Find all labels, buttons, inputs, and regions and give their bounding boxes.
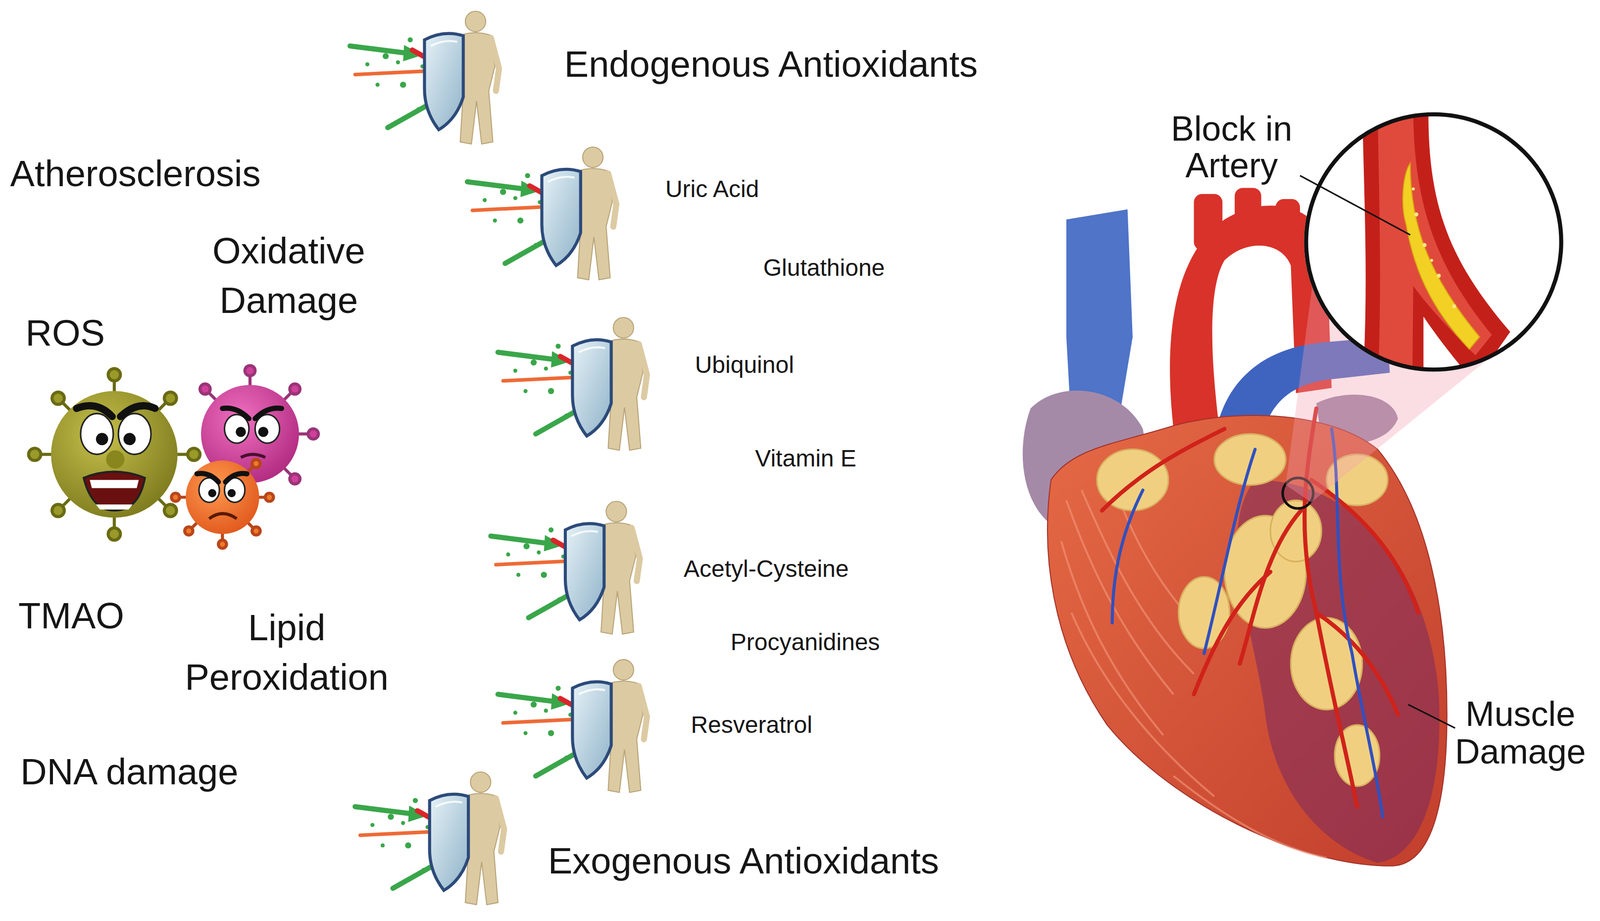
label-text: Endogenous Antioxidants — [564, 43, 978, 86]
label-text: Block in Artery — [1165, 110, 1298, 184]
label-text: Procyanidines — [730, 628, 881, 656]
label-text: ROS — [25, 311, 105, 354]
label-text: Acetyl-Cysteine — [683, 554, 849, 583]
label-text: Resveratrol — [690, 710, 812, 739]
leader-line — [1407, 704, 1455, 728]
ros-cartoon — [28, 365, 319, 549]
label-text: Oxidative Damage — [212, 226, 365, 326]
label-text: Ubiquinol — [695, 350, 795, 379]
text-label: ROS — [25, 311, 105, 354]
label-text: Atherosclerosis — [10, 152, 261, 195]
label-text: Lipid Peroxidation — [185, 602, 389, 702]
text-label: Procyanidines — [730, 628, 881, 656]
label-text: Uric Acid — [665, 175, 759, 203]
text-label: Resveratrol — [690, 710, 812, 739]
text-label: Ubiquinol — [695, 350, 795, 379]
text-label: Muscle Damage — [1454, 695, 1587, 771]
text-label: DNA damage — [20, 750, 239, 793]
text-label: Glutathione — [763, 253, 886, 282]
text-label: Exogenous Antioxidants — [548, 839, 940, 882]
text-label: Block in Artery — [1165, 110, 1298, 184]
text-label: Acetyl-Cysteine — [683, 554, 849, 583]
label-text: Vitamin E — [754, 444, 857, 472]
text-label: Lipid Peroxidation — [185, 602, 389, 702]
label-text: TMAO — [18, 594, 125, 637]
label-text: DNA damage — [20, 750, 239, 793]
text-label: Vitamin E — [754, 444, 857, 472]
text-label: Uric Acid — [665, 175, 759, 203]
label-text: Muscle Damage — [1454, 695, 1587, 771]
antioxidant-figures — [350, 11, 648, 905]
text-label: Oxidative Damage — [212, 226, 365, 326]
text-label: Endogenous Antioxidants — [564, 43, 978, 86]
text-label: Atherosclerosis — [10, 152, 261, 195]
leader-line — [1300, 175, 1411, 236]
label-text: Exogenous Antioxidants — [548, 839, 940, 882]
label-text: Glutathione — [763, 253, 886, 282]
text-label: TMAO — [18, 594, 125, 637]
